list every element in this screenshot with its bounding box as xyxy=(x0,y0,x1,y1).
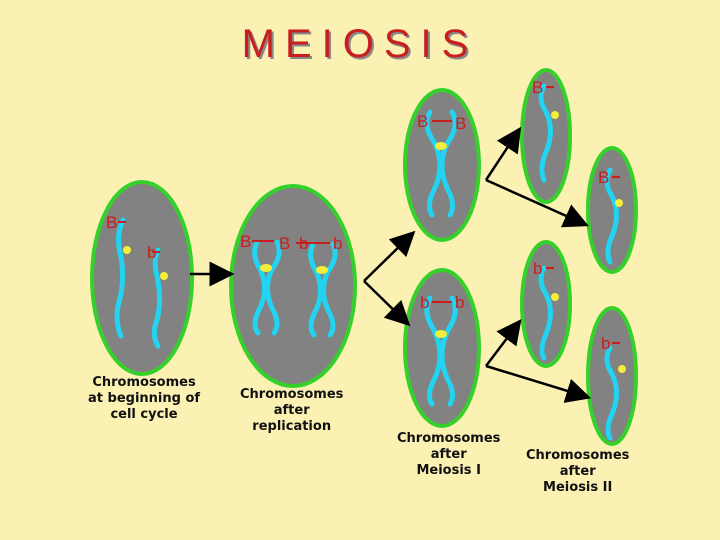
arrow-meiosis2-3 xyxy=(485,319,522,367)
page-title: MEIOSIS xyxy=(241,22,479,66)
allele-label-b: b xyxy=(533,259,542,278)
allele-label-B: B xyxy=(240,232,251,251)
cell-meiosis2-3 xyxy=(520,240,572,368)
allele-label-b: b xyxy=(333,234,342,253)
chromatid-B-m1-right xyxy=(439,109,458,218)
arrow-meiosis1-bottom xyxy=(363,280,411,327)
chromosome-m2-2 xyxy=(604,167,619,265)
centromere xyxy=(435,330,447,338)
centromere xyxy=(435,142,447,150)
chromosome-B-initial xyxy=(114,217,126,339)
chromatid-b-right xyxy=(321,241,338,338)
arrow-meiosis2-4 xyxy=(485,364,592,403)
cell-initial xyxy=(90,180,194,376)
cell-after-replication xyxy=(229,184,357,388)
arrow-meiosis1-top xyxy=(363,230,416,282)
centromere xyxy=(316,266,328,274)
caption-meiosis1: Chromosomes after Meiosis I xyxy=(397,431,501,478)
allele-label-b: b xyxy=(455,293,464,312)
allele-label-B: B xyxy=(106,213,117,232)
centromere xyxy=(160,272,168,280)
arrow-meiosis2-2 xyxy=(485,178,589,228)
chromosome-m2-1 xyxy=(538,83,553,183)
allele-label-b: b xyxy=(299,234,308,253)
centromere xyxy=(615,199,623,207)
allele-label-B: B xyxy=(532,78,543,97)
centromere xyxy=(123,246,131,254)
chromatid-B-left xyxy=(252,239,267,336)
caption-start: Chromosomes at beginning of cell cycle xyxy=(88,375,201,422)
caption-replication: Chromosomes after replication xyxy=(240,387,344,434)
chromosome-b-initial xyxy=(151,247,163,349)
centromere xyxy=(551,111,559,119)
caption-meiosis2: Chromosomes after Meiosis II xyxy=(526,448,630,495)
centromere xyxy=(260,264,272,272)
allele-label-B: B xyxy=(279,234,290,253)
chromatid-b-left xyxy=(308,241,323,338)
chromatid-b-m1-right xyxy=(439,295,458,407)
allele-label-b: b xyxy=(420,293,429,312)
arrow-meiosis2-1 xyxy=(484,126,522,181)
allele-label-B: B xyxy=(417,112,428,131)
chromosome-m2-4 xyxy=(604,345,619,441)
chromatid-B-right xyxy=(265,239,282,336)
cell-meiosis2-2 xyxy=(586,146,638,274)
allele-label-B: B xyxy=(455,114,466,133)
cell-meiosis2-1 xyxy=(520,68,572,204)
allele-label-B: B xyxy=(598,168,609,187)
centromere xyxy=(618,365,626,373)
allele-label-b: b xyxy=(147,243,156,262)
allele-label-b: b xyxy=(601,334,610,353)
centromere xyxy=(551,293,559,301)
chromosome-m2-3 xyxy=(538,265,553,361)
